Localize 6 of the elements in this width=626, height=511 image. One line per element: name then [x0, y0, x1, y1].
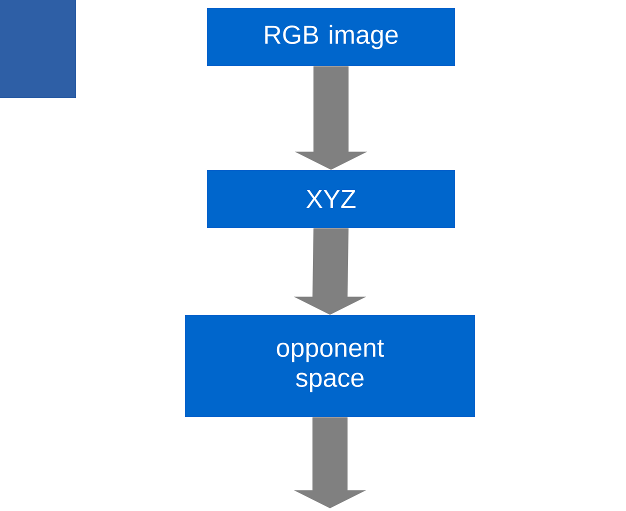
process-box: opponent space — [185, 315, 475, 417]
arrow — [294, 228, 366, 315]
process-box: XYZ — [207, 170, 455, 228]
arrow — [294, 66, 368, 170]
arrow — [294, 417, 366, 508]
process-box: RGB image — [207, 8, 455, 66]
